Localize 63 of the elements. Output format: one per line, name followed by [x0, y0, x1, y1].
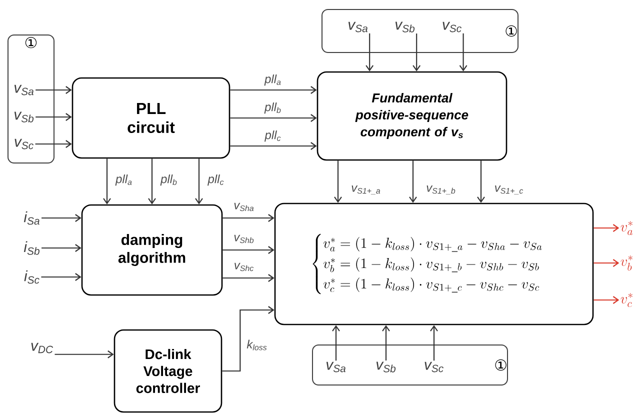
signal-label: i$_{Sa}$: [24, 211, 40, 225]
signal-label: v$_{Sb}$: [14, 112, 34, 122]
signal-label: i$_{Sc}$: [24, 270, 40, 284]
signal-label: v$_{Sa}$: [348, 22, 368, 32]
process-box: Dc-link Voltage controller: [114, 329, 222, 413]
signal-label: v$_{Sc}$: [424, 362, 444, 372]
signal-label: v$_{Sb}$: [376, 362, 396, 372]
arrow: [54, 350, 114, 358]
signal-label: v$_{Sc}$: [14, 138, 34, 150]
signal-label: i$_{Sb}$: [24, 241, 40, 255]
process-box: PLL circuit: [72, 77, 230, 159]
arrow: [222, 306, 274, 372]
arrow: [332, 325, 340, 361]
arrow: [409, 160, 417, 203]
edge-label: v$_{S1+_a}$: [350, 184, 382, 196]
arrow: [42, 244, 82, 252]
arrow: [36, 86, 72, 94]
arrow: [477, 160, 485, 203]
arrow: [103, 158, 111, 204]
arrow: [594, 224, 620, 232]
arrow: [594, 296, 620, 304]
edge-label: v$_{S1+_b}$: [426, 184, 456, 196]
arrow: [41, 273, 82, 281]
output-label: $v_a^{*}$: [620, 221, 633, 236]
signal-label: v$_{Sa}$: [326, 362, 346, 372]
edge-label: v$_{Shb}$: [233, 234, 255, 244]
arrow: [42, 214, 82, 222]
arrow: [459, 33, 468, 72]
arrow: [148, 158, 156, 204]
output-label: $v_b^{*}$: [620, 256, 632, 271]
edge-label: v$_{Sha}$: [233, 202, 255, 212]
edge-label: v$_{S1+_c}$: [494, 184, 524, 196]
arrow: [594, 259, 620, 267]
signal-label: v$_{Sb}$: [395, 22, 415, 32]
arrow: [222, 246, 274, 254]
edge-label: pll$_{b}$: [160, 174, 178, 186]
arrow: [334, 160, 342, 203]
arrow: [36, 113, 72, 121]
arrow: [366, 33, 374, 72]
edge-label: v$_{Shc}$: [233, 262, 255, 272]
arrow: [222, 274, 274, 282]
edge-label: pll$_{c}$: [264, 130, 282, 142]
edge-label: pll$_{a}$: [264, 74, 282, 86]
output-label: $v_c^{*}$: [620, 293, 632, 308]
arrow: [222, 214, 274, 222]
arrow: [230, 142, 317, 150]
edge-label: k$_{loss}$: [246, 339, 268, 351]
process-box: damping algorithm: [81, 204, 223, 296]
edge-label: pll$_{b}$: [264, 102, 282, 114]
signal-label: v$_{Sa}$: [14, 84, 34, 96]
arrow: [382, 325, 390, 360]
arrow: [430, 325, 438, 361]
edge-label: pll$_{c}$: [207, 174, 225, 186]
arrow: [195, 158, 203, 204]
arrow: [35, 140, 72, 148]
edge-label: pll$_{a}$: [115, 174, 133, 186]
equation-box: $\begin{cases} v_a^{*}=(1-k_{loss})\cdot v_{S1+\_a}-v_{Sha}-v_{Sa} \\ v_b^{*}=(1-k_{loss})\cdot v_{S1+\_b}-v_{Shb}-v_{Sb} \\ v_c^{*}=(1-k_{loss})\cdot v_{S1+\_c}-v_{Shc}-v_{Sc} \end{cases}$: [274, 202, 594, 326]
signal-label: v$_{DC}$: [31, 342, 54, 354]
arrow: [230, 86, 317, 94]
arrow: [230, 114, 317, 122]
process-box: Fundamental positive-sequence component of v$_{s}$: [316, 71, 508, 161]
arrow: [412, 34, 421, 72]
signal-label: v$_{Sc}$: [442, 22, 462, 32]
